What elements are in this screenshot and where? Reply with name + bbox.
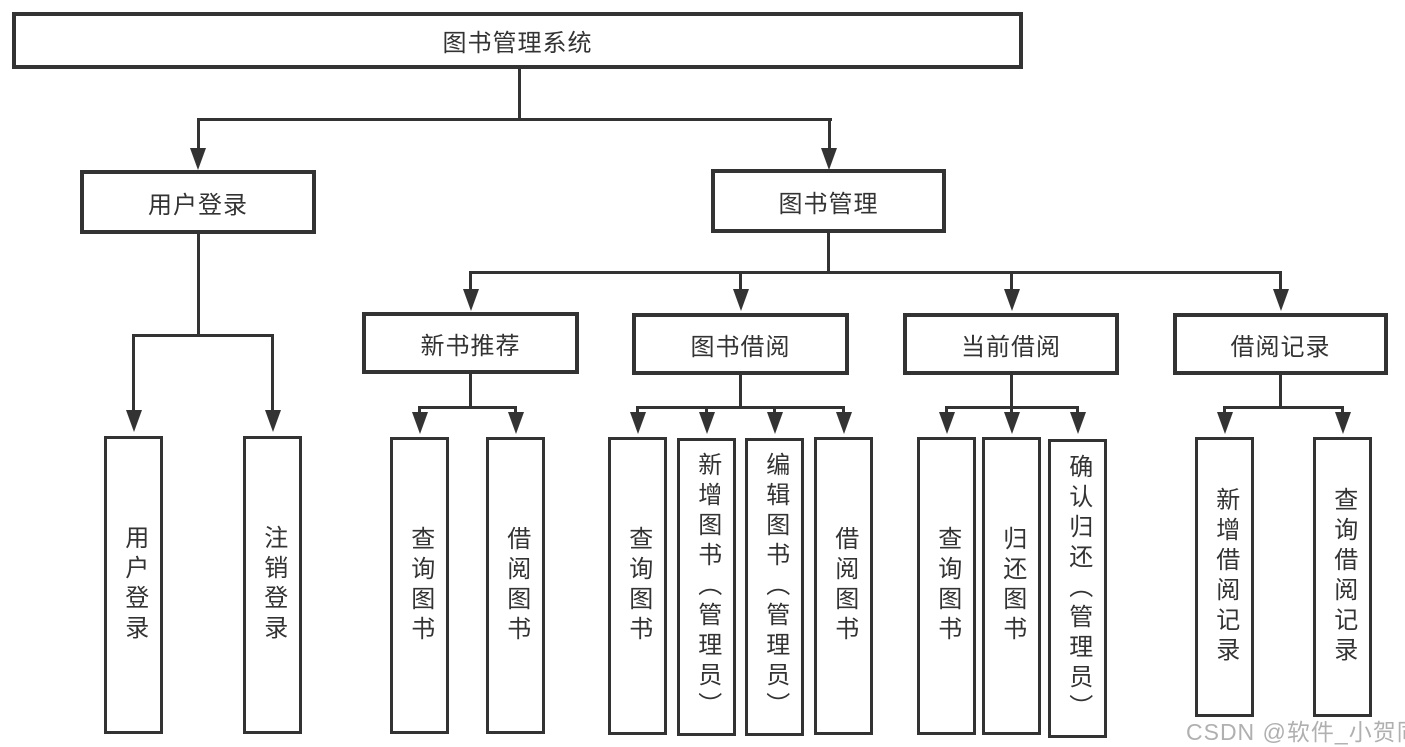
arrow-down-icon [821, 148, 837, 170]
node-user-login: 用户登录 [80, 170, 316, 234]
node-user-login-label: 用户登录 [148, 191, 248, 219]
arrow-down-icon [1004, 289, 1020, 311]
leaf-add-borrow-record-label: 新增借阅记录 [1211, 487, 1239, 667]
arrow-down-icon [412, 412, 428, 434]
connector-shaft [1223, 406, 1226, 414]
connector-user-login-split [132, 334, 274, 337]
leaf-logout-label: 注销登录 [259, 525, 287, 645]
leaf-borrow-books-1-label: 借阅图书 [502, 525, 530, 646]
arrow-down-icon [699, 412, 715, 434]
connector-shaft [636, 406, 639, 414]
connector-new-book-split [418, 406, 517, 409]
leaf-logout: 注销登录 [243, 436, 302, 734]
connector-new-book-stem [469, 374, 472, 407]
arrow-down-icon [1217, 412, 1233, 434]
leaf-edit-books-admin-label: 编辑图书（管理员） [761, 452, 789, 722]
arrow-down-icon [767, 412, 783, 434]
arrow-down-icon [265, 410, 281, 432]
leaf-confirm-return-admin: 确认归还（管理员） [1048, 439, 1107, 738]
connector-shaft-login-leaf [132, 334, 135, 412]
leaf-confirm-return-admin-label: 确认归还（管理员） [1064, 453, 1092, 724]
arrow-down-icon [1070, 412, 1086, 434]
arrow-down-icon [126, 410, 142, 432]
leaf-edit-books-admin: 编辑图书（管理员） [745, 438, 804, 736]
leaf-return-books: 归还图书 [982, 437, 1041, 735]
leaf-query-borrow-record-label: 查询借阅记录 [1329, 487, 1357, 667]
node-current-borrow: 当前借阅 [903, 313, 1119, 375]
connector-root-stem [518, 68, 521, 118]
node-current-borrow-label: 当前借阅 [961, 333, 1061, 361]
arrow-down-icon [1273, 289, 1289, 311]
leaf-query-borrow-record: 查询借阅记录 [1313, 437, 1372, 717]
node-root: 图书管理系统 [12, 12, 1023, 69]
connector-shaft-book-management [828, 118, 831, 150]
leaf-add-borrow-record: 新增借阅记录 [1195, 437, 1254, 717]
connector-shaft-current-borrow [1010, 271, 1013, 291]
connector-shaft [842, 406, 845, 414]
leaf-return-books-label: 归还图书 [998, 526, 1026, 646]
connector-shaft [1076, 406, 1079, 414]
connector-borrow-records-stem [1279, 375, 1282, 407]
leaf-query-books-1: 查询图书 [390, 437, 449, 734]
connector-shaft-logout-leaf [271, 334, 274, 412]
node-borrow-records: 借阅记录 [1173, 313, 1388, 375]
csdn-watermark: CSDN @软件_小贺同学 [1186, 719, 1405, 745]
connector-shaft [514, 406, 517, 414]
node-book-borrow-label: 图书借阅 [690, 333, 791, 361]
leaf-user-login-label: 用户登录 [120, 525, 148, 645]
arrow-down-icon [508, 412, 524, 434]
leaf-query-books-3: 查询图书 [917, 437, 976, 735]
connector-shaft-borrow-records [1279, 271, 1282, 291]
leaf-query-books-2: 查询图书 [608, 437, 667, 735]
connector-borrow-records-split [1223, 406, 1344, 409]
node-borrow-records-label: 借阅记录 [1230, 333, 1331, 361]
arrow-down-icon [836, 412, 852, 434]
leaf-query-books-1-label: 查询图书 [406, 525, 434, 646]
connector-shaft [705, 406, 708, 414]
connector-level1-split [197, 118, 832, 121]
connector-book-borrow-stem [739, 375, 742, 407]
leaf-borrow-books-1: 借阅图书 [486, 437, 545, 734]
arrow-down-icon [1004, 412, 1020, 434]
connector-book-borrow-split [636, 406, 845, 409]
arrow-down-icon [463, 289, 479, 311]
leaf-user-login: 用户登录 [104, 436, 163, 734]
connector-shaft [418, 406, 421, 414]
connector-shaft-book-borrow [739, 271, 742, 291]
leaf-borrow-books-2: 借阅图书 [814, 437, 873, 735]
node-root-label: 图书管理系统 [442, 30, 593, 57]
connector-current-borrow-stem [1010, 375, 1013, 407]
arrow-down-icon [1335, 412, 1351, 434]
leaf-add-books-admin-label: 新增图书（管理员） [693, 452, 721, 722]
connector-book-management-stem [827, 233, 830, 273]
arrow-down-icon [733, 289, 749, 311]
node-book-management: 图书管理 [711, 169, 946, 233]
node-new-book-recommend: 新书推荐 [362, 312, 579, 374]
connector-shaft [773, 406, 776, 414]
connector-shaft [1341, 406, 1344, 414]
arrow-down-icon [630, 412, 646, 434]
node-new-book-recommend-label: 新书推荐 [420, 332, 521, 360]
connector-shaft [1010, 406, 1013, 414]
arrow-down-icon [190, 148, 206, 170]
node-book-borrow: 图书借阅 [632, 313, 849, 375]
leaf-query-books-3-label: 查询图书 [933, 526, 961, 646]
arrow-down-icon [939, 412, 955, 434]
connector-level3-split [469, 271, 1281, 274]
connector-shaft-new-book [469, 271, 472, 291]
leaf-borrow-books-2-label: 借阅图书 [830, 526, 858, 646]
leaf-add-books-admin: 新增图书（管理员） [677, 438, 736, 736]
node-book-management-label: 图书管理 [778, 190, 879, 218]
leaf-query-books-2-label: 查询图书 [624, 526, 652, 646]
connector-shaft [945, 406, 948, 414]
connector-shaft-user-login [197, 118, 200, 150]
connector-user-login-stem [197, 234, 200, 334]
